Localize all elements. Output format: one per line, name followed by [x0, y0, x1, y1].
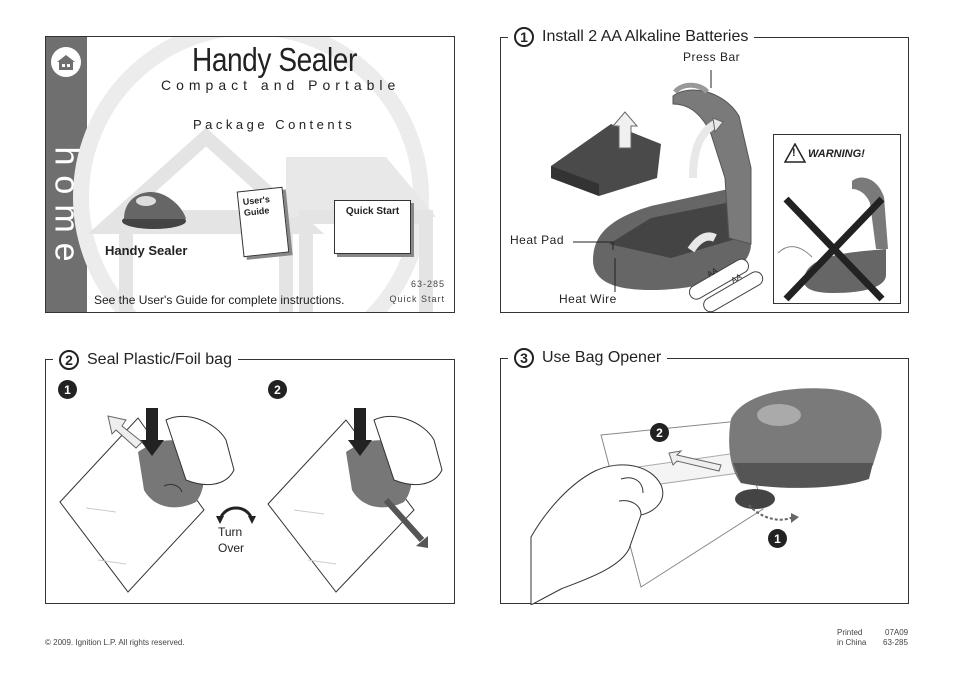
heat-wire-callout: Heat Wire [559, 292, 617, 306]
step2-panel: 1 2 Turn Over [45, 359, 455, 604]
seal-step1-illustration [59, 408, 235, 593]
step2-sub1-badge: 1 [58, 380, 77, 399]
users-guide-booklet: User's Guide [236, 186, 290, 258]
step2-title: 2 Seal Plastic/Foil bag [53, 350, 238, 370]
step3-title-text: Use Bag Opener [542, 349, 662, 366]
footer-code-2: 63-285 [883, 638, 908, 647]
warning-box: ! WARNING! [773, 134, 901, 304]
guide-label: User's Guide [242, 194, 271, 218]
turn-over-text-2: Over [218, 541, 245, 555]
step2-title-text: Seal Plastic/Foil bag [87, 351, 232, 368]
warning-illustration [777, 177, 888, 302]
bag-opener-illustration [530, 388, 882, 605]
step1-number: 1 [514, 27, 534, 47]
step3-number: 3 [514, 348, 534, 368]
step1-panel: Press Bar Heat Pad Heat Wire AA AA ! WAR… [500, 37, 909, 313]
step2-number: 2 [59, 350, 79, 370]
press-bar-callout: Press Bar [683, 50, 741, 64]
seal-step2-illustration [267, 408, 443, 593]
printed-line-1: Printed [837, 628, 863, 637]
heat-pad-callout: Heat Pad [510, 233, 565, 247]
page-title: Handy Sealer [192, 41, 357, 78]
quickstart-label: Quick Start [345, 206, 400, 217]
warning-label: WARNING! [808, 148, 865, 160]
home-icon [51, 47, 81, 77]
part-code-label: Quick Start [389, 294, 445, 304]
product-label: Handy Sealer [105, 243, 188, 258]
part-code: 63-285 [410, 279, 445, 289]
step3-panel: 2 1 [500, 358, 909, 605]
printed-line-2: in China [837, 638, 867, 647]
step3-sub2-badge: 2 [650, 423, 669, 442]
step3-sub1-badge: 1 [768, 529, 787, 548]
step1-title-text: Install 2 AA Alkaline Batteries [542, 28, 749, 45]
footer-code-1: 07A09 [885, 628, 909, 637]
step2-sub2-badge: 2 [268, 380, 287, 399]
home-panel: home Handy Sealer Compact and Portable P… [45, 36, 455, 313]
subtitle: Compact and Portable [161, 77, 401, 93]
turn-over-text-1: Turn [218, 525, 243, 539]
warning-symbol: ! [792, 147, 796, 159]
warning-icon [784, 143, 806, 163]
sealer-open-illustration [551, 70, 764, 313]
sealer-illustration [122, 192, 186, 229]
step3-title: 3 Use Bag Opener [508, 348, 668, 368]
contents-heading: Package Contents [193, 117, 356, 132]
turn-over-icon [216, 506, 256, 524]
footer-instructions: See the User's Guide for complete instru… [94, 293, 345, 307]
quickstart-card: Quick Start [334, 200, 411, 254]
copyright: © 2009. Ignition L.P. All rights reserve… [45, 638, 185, 647]
step1-title: 1 Install 2 AA Alkaline Batteries [508, 27, 755, 47]
